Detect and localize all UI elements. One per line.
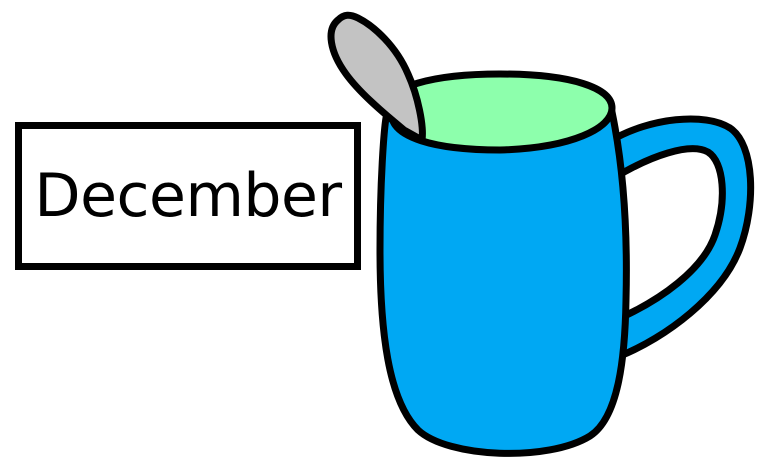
month-label-text: December: [34, 161, 342, 231]
mug-handle: [608, 115, 755, 360]
spoon: [327, 11, 426, 144]
drink-surface: [388, 70, 616, 154]
month-label-card: December: [15, 122, 361, 270]
mug-body: [376, 108, 630, 457]
